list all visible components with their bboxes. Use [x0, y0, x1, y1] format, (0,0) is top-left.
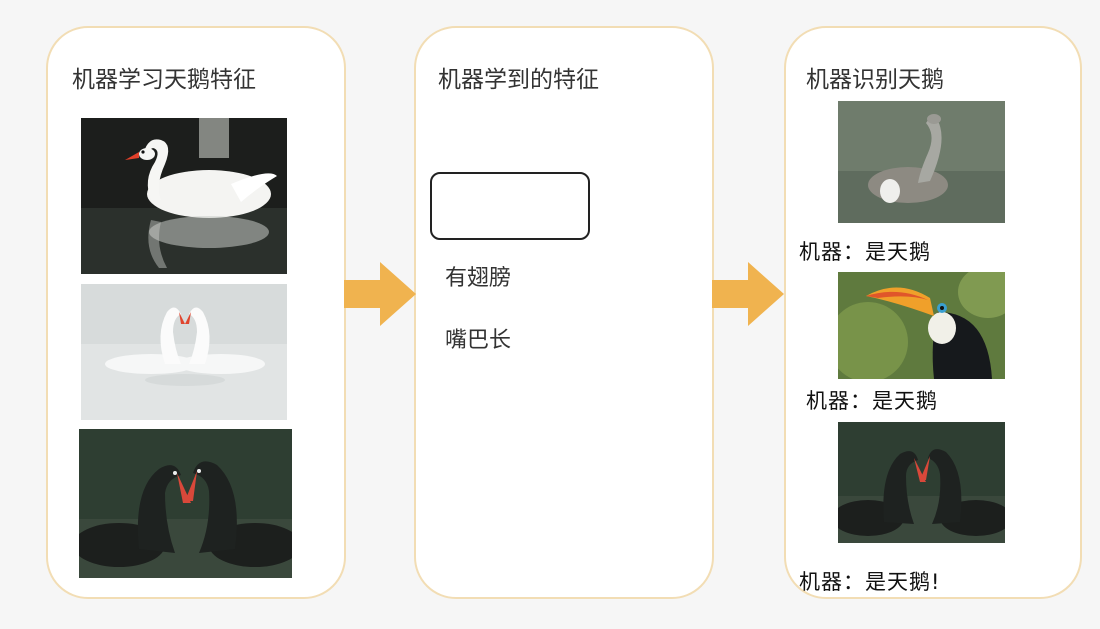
- panel-title-learn: 机器学习天鹅特征: [72, 67, 256, 93]
- panel-title-features: 机器学到的特征: [438, 67, 599, 93]
- white-swan-photo: [81, 118, 287, 274]
- empty-feature-box: [430, 172, 590, 240]
- arrow-right-icon: [344, 262, 416, 330]
- feature-long-beak: 嘴巴长: [445, 328, 512, 353]
- toucan-photo: [838, 272, 1005, 379]
- swan-pair-heart-photo: [81, 284, 287, 420]
- feature-has-wings: 有翅膀: [445, 266, 512, 291]
- result-label: 机器：是天鹅: [806, 389, 938, 413]
- panel-title-recognize: 机器识别天鹅: [806, 67, 944, 93]
- black-swan-pair-photo: [79, 429, 292, 578]
- goose-photo: [838, 101, 1005, 223]
- panel-learned-features: 机器学到的特征: [414, 26, 714, 599]
- arrow-right-icon: [712, 262, 784, 330]
- result-label: 机器：是天鹅: [799, 240, 931, 264]
- black-swan-pair-photo: [838, 422, 1005, 543]
- result-label: 机器：是天鹅!: [799, 570, 941, 594]
